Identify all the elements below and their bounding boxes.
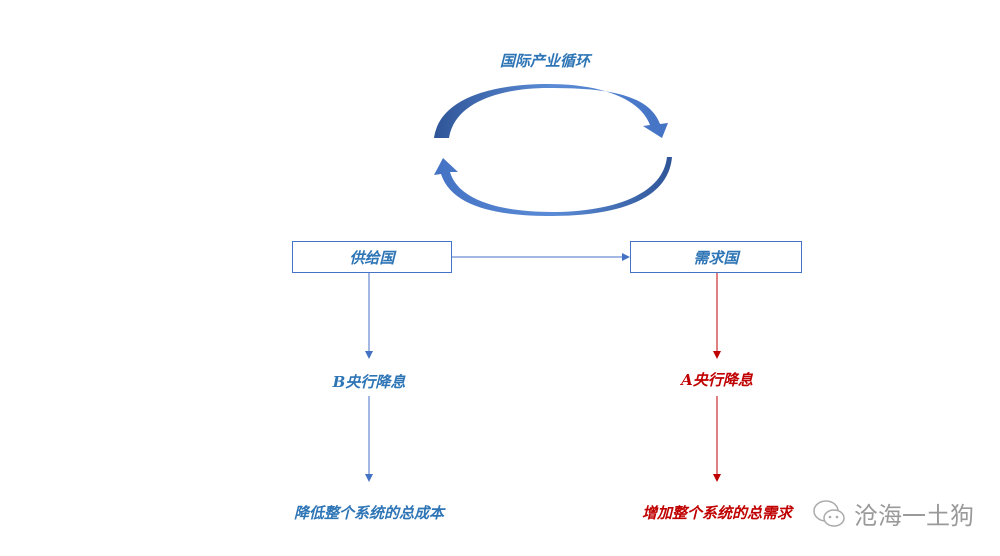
watermark: 沧海一土狗 [812, 496, 974, 531]
left-result-label: 降低整个系统的总成本 [293, 504, 445, 522]
supply-country-box: 供给国 [292, 241, 452, 273]
cycle-arrow-bottom [434, 157, 672, 216]
demand-country-label: 需求国 [693, 248, 739, 267]
supply-country-label: 供给国 [349, 248, 395, 267]
left-step-label: B央行降息 [332, 373, 406, 391]
demand-country-box: 需求国 [630, 241, 802, 273]
watermark-text: 沧海一土狗 [854, 502, 974, 530]
cycle-title: 国际产业循环 [499, 52, 591, 70]
right-step-label: A央行降息 [681, 371, 753, 389]
wechat-icon [813, 499, 845, 527]
cycle-arrow-top [434, 84, 668, 138]
right-result-label: 增加整个系统的总需求 [641, 504, 793, 522]
